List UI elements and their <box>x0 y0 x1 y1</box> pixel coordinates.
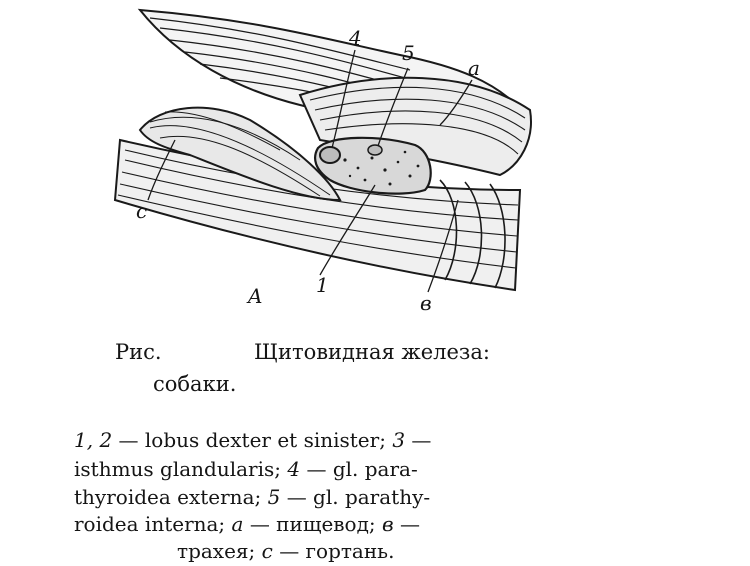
legend-text-4: — gl. para- <box>306 457 418 481</box>
legend-key-3: 3 <box>392 428 406 452</box>
caption-subtitle: собаки. <box>153 372 237 396</box>
parathyroid-interna <box>367 144 383 156</box>
legend-line-3: thyroidea externa; 5 — gl. parathy- <box>74 483 544 512</box>
legend-line-1: 1, 2 — lobus dexter et sinister; 3 — <box>74 426 544 455</box>
thyroid-lobe <box>314 136 432 195</box>
larynx <box>138 106 342 202</box>
legend-line-5: трахея; с — гортань. <box>177 537 647 566</box>
label-c: c <box>136 199 147 223</box>
legend-text-5: — gl. parathy- <box>286 485 431 509</box>
legend-text-3: isthmus glandularis; <box>74 457 282 481</box>
parathyroid-glands <box>319 144 383 164</box>
legend-line-2: isthmus glandularis; 4 — gl. para- <box>74 455 544 484</box>
legend-line-4: roidea interna; а — пищевод; в — <box>74 510 544 539</box>
legend-text-a: — пищевод; <box>249 512 376 536</box>
parathyroid-externa <box>319 146 341 164</box>
label-4: 4 <box>348 26 362 50</box>
label-1: 1 <box>316 273 329 297</box>
legend-text-v: трахея; <box>177 539 256 563</box>
label-5: 5 <box>402 41 415 65</box>
legend-key-v: в <box>382 512 394 536</box>
legend-text-3-dash: — <box>411 428 432 452</box>
label-a: a <box>468 56 480 80</box>
legend-text-c: — гортань. <box>279 539 395 563</box>
label-v: в <box>420 291 432 315</box>
legend-key-a: а <box>231 512 244 536</box>
caption-title: Щитовидная железа: <box>254 340 490 364</box>
legend-key-4: 4 <box>287 457 301 481</box>
legend-key-c: с <box>261 539 273 563</box>
legend-text-1-2: — lobus dexter et sinister; <box>118 428 386 452</box>
thyroid-illustration: 4 5 a c 1 в A <box>113 8 532 315</box>
legend-text-5b: roidea interna; <box>74 512 226 536</box>
caption-prefix: Рис. <box>115 340 162 364</box>
legend-text-4b: thyroidea externa; <box>74 485 262 509</box>
label-A: A <box>246 284 262 308</box>
legend-key-1-2: 1, 2 <box>74 428 113 452</box>
leader-lines <box>147 49 473 293</box>
trachea <box>113 138 522 292</box>
legend-key-5: 5 <box>267 485 281 509</box>
legend-text-v-dash: — <box>400 512 420 536</box>
